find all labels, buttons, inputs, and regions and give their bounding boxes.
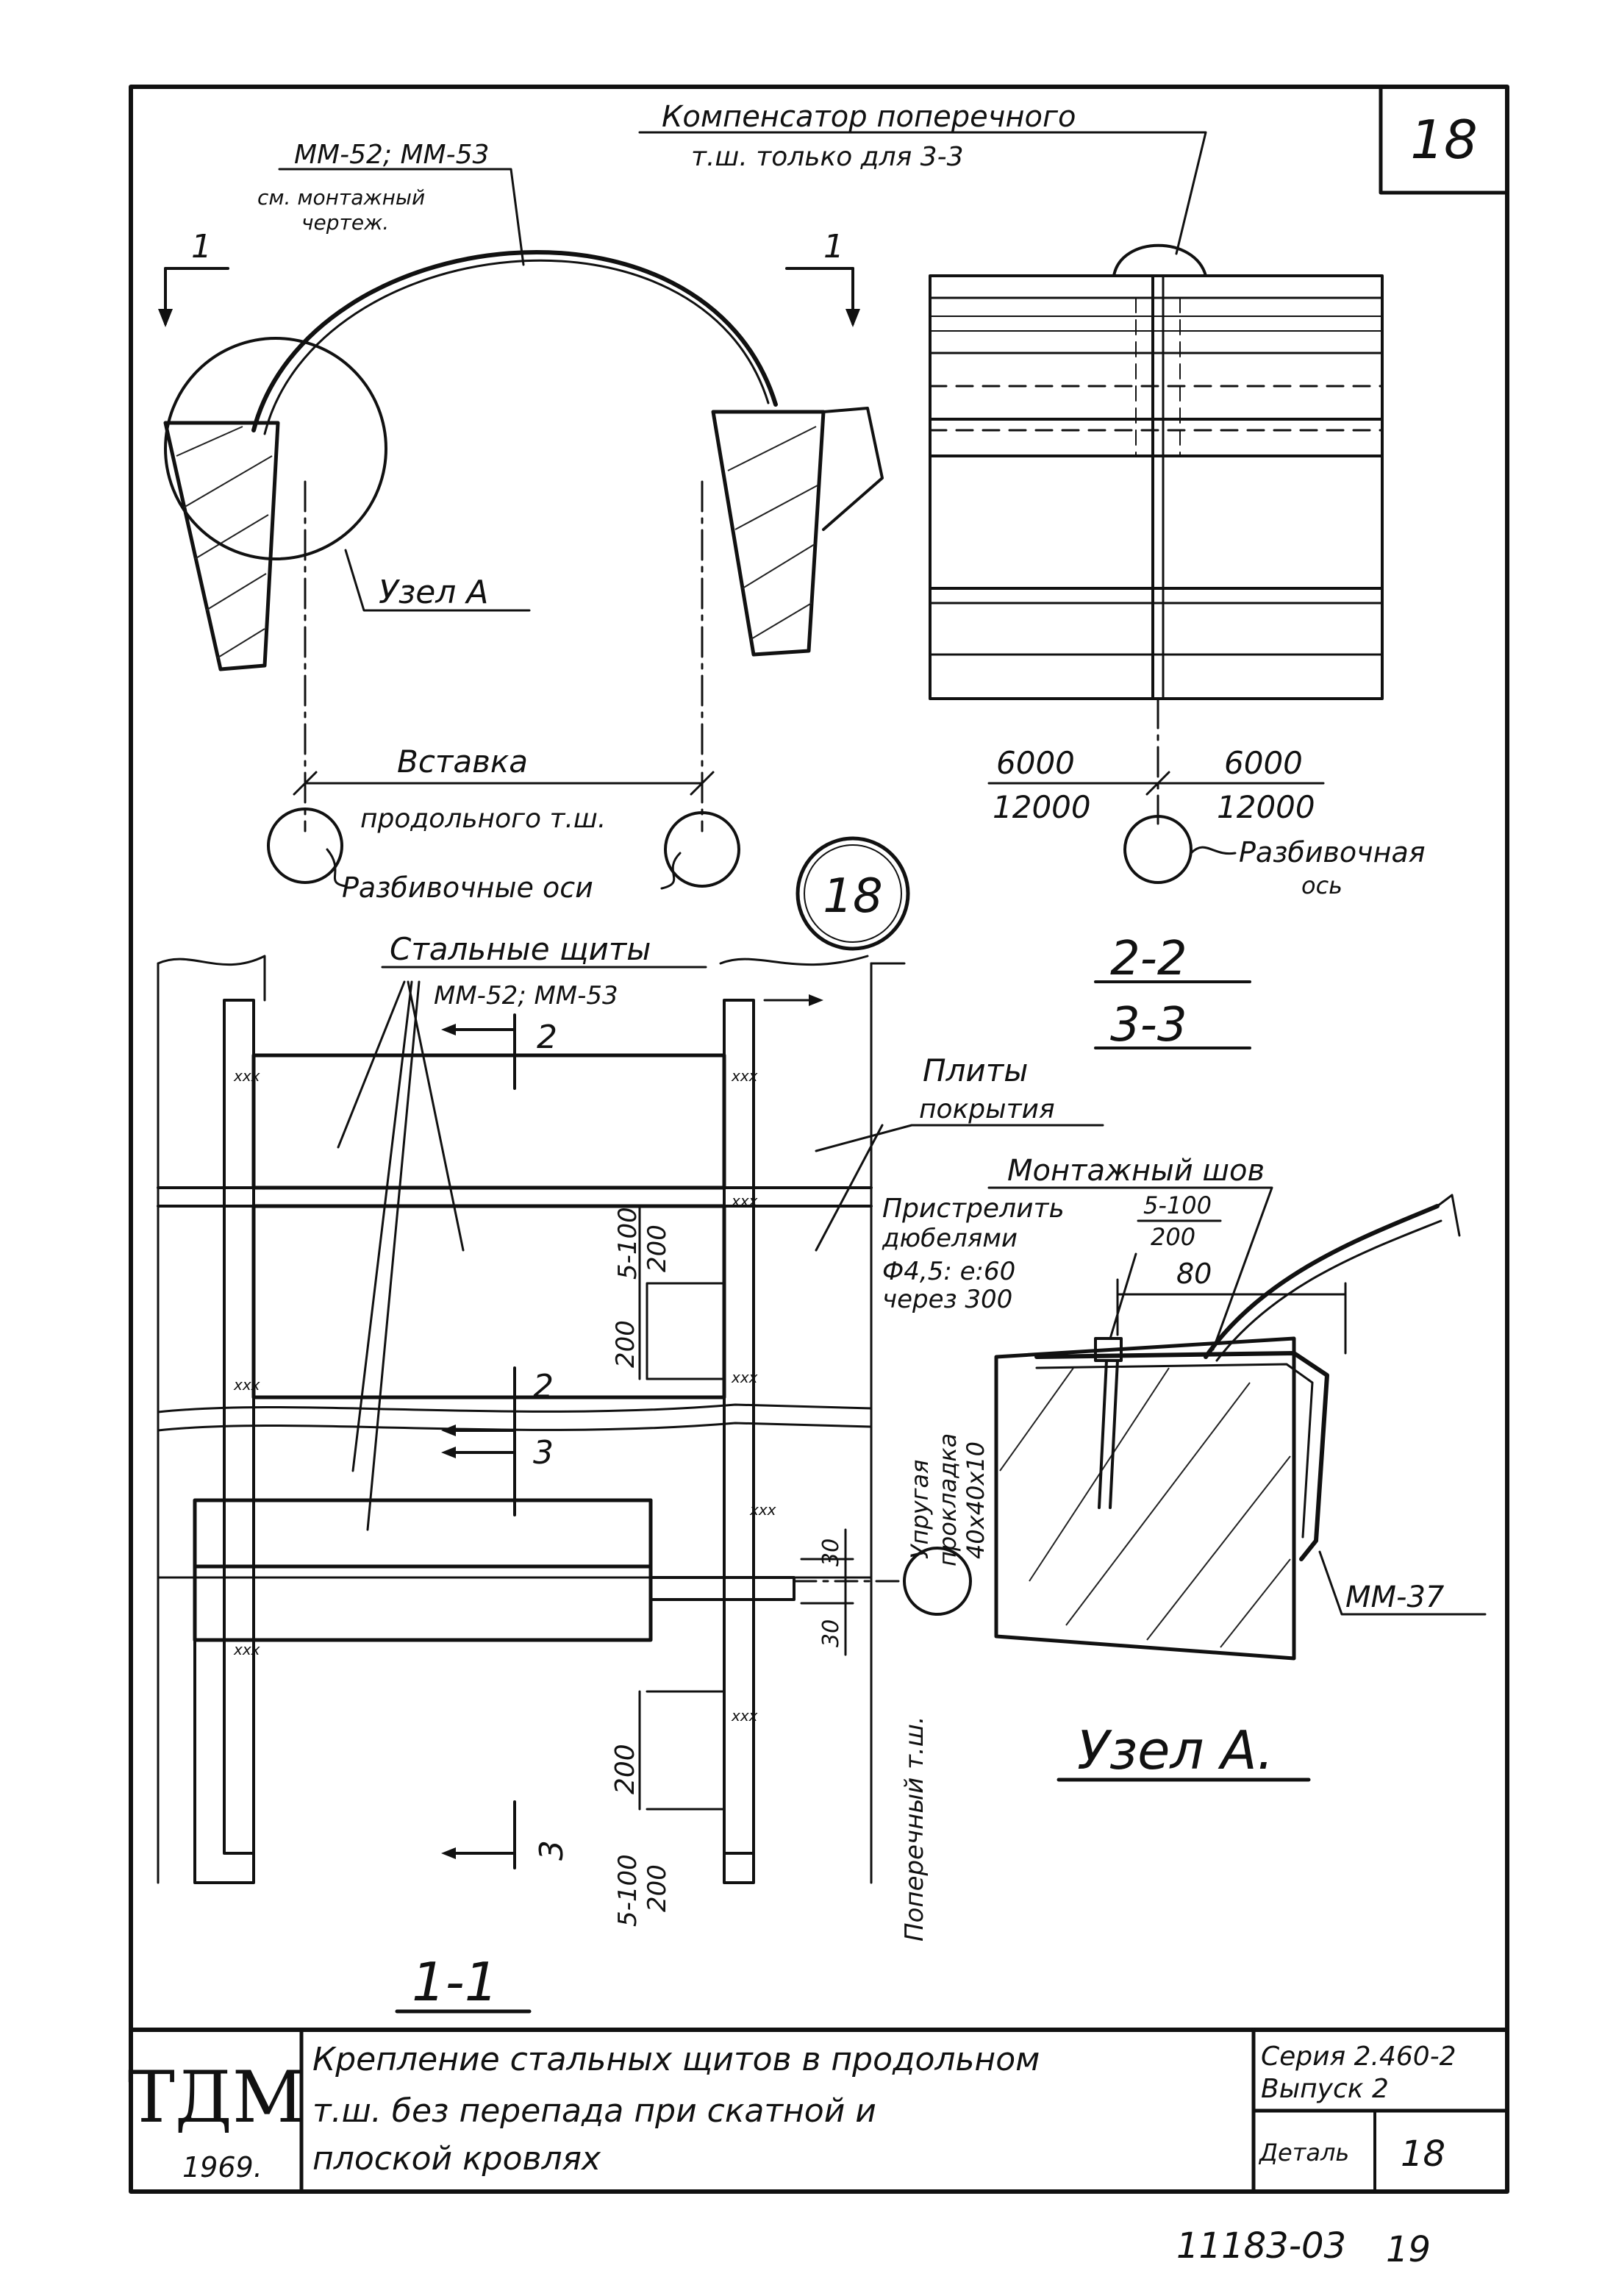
tdm-logo: ТДМ <box>128 2056 304 2139</box>
dim-6000-left: 6000 <box>996 745 1075 781</box>
sheet-frame <box>129 85 1509 2194</box>
slabs-label-1: Плиты <box>923 1052 1028 1088</box>
mark-mm37: ММ-37 <box>1345 1580 1445 1614</box>
shoot-label-2: дюбелями <box>882 1224 1018 1253</box>
svg-text:xxx: xxx <box>731 1067 758 1085</box>
elastic-pad-2: прокладка <box>934 1433 962 1566</box>
caption-1-1: 1-1 <box>412 1951 498 2013</box>
axis-label-2-2-line2: ось <box>1301 871 1343 899</box>
callout-number: 18 <box>823 869 882 924</box>
axis-label-2-2-line1: Разбивочная <box>1239 836 1426 869</box>
section-mark-2-mid: 2 <box>533 1368 554 1405</box>
dowel-spec-1: Ф4,5: е:60 <box>882 1257 1015 1286</box>
dim-200-d: 200 <box>643 1864 672 1912</box>
dim-5-100-b: 5-100 <box>613 1854 643 1927</box>
section-mark-2-top: 2 <box>537 1019 557 1056</box>
drawing-number: 11183-03 <box>1176 2225 1346 2267</box>
insert-label-2: продольного т.ш. <box>360 804 606 834</box>
dim-200-b: 200 <box>611 1320 640 1368</box>
compensator-title: Компенсатор поперечного <box>662 100 1076 134</box>
svg-text:xxx: xxx <box>731 1369 758 1386</box>
series-label: Серия 2.460-2 <box>1261 2042 1456 2072</box>
see-drawing-label-2: чертеж. <box>301 210 389 235</box>
dim-6000-right: 6000 <box>1224 745 1303 781</box>
see-drawing-label-1: см. монтажный <box>257 185 425 210</box>
detail-callout-18: 18 <box>796 836 910 951</box>
section-2-2: Компенсатор поперечного т.ш. только для … <box>638 100 1426 1052</box>
svg-text:xxx: xxx <box>233 1067 260 1085</box>
node-a-caption: Узел А. <box>1077 1719 1274 1781</box>
sheet-number-box: 18 <box>1379 85 1509 195</box>
shoot-fraction-bottom: 200 <box>1151 1223 1195 1251</box>
axes-label: Разбивочные оси <box>342 871 593 904</box>
title-line-1: Крепление стальных щитов в продольном <box>312 2041 1040 2078</box>
axis-bubble-1-1 <box>903 1547 972 1616</box>
title-line-3: плоской кровлях <box>312 2140 601 2178</box>
title-line-2: т.ш. без перепада при скатной и <box>312 2092 876 2130</box>
dowel-spec-2: через 300 <box>882 1285 1012 1314</box>
year: 1969. <box>182 2151 262 2183</box>
dim-30-a: 30 <box>818 1539 844 1566</box>
detail-label: Деталь <box>1258 2139 1349 2167</box>
shoot-label-1: Пристрелить <box>882 1194 1065 1224</box>
insert-label: Вставка <box>397 744 528 780</box>
caption-2-2: 2-2 <box>1110 932 1187 986</box>
mark-mm52-53-label: ММ-52; ММ-53 <box>294 140 489 170</box>
steel-shields-label: Стальные щиты <box>390 931 651 967</box>
dim-12000-left: 12000 <box>993 789 1091 825</box>
svg-text:xxx: xxx <box>233 1641 260 1658</box>
cut-mark-left: 1 <box>191 228 212 265</box>
svg-text:xxx: xxx <box>233 1376 260 1394</box>
sheet-number: 18 <box>1410 109 1478 171</box>
section-mark-3-mid: 3 <box>533 1434 554 1472</box>
section-mark-3-bottom: 3 <box>533 1840 571 1861</box>
dim-30-b: 30 <box>818 1619 844 1647</box>
mounting-seam-label: Монтажный шов <box>1007 1154 1265 1188</box>
steel-shields-marks: ММ-52; ММ-53 <box>434 981 618 1010</box>
dim-5-100-a: 5-100 <box>613 1207 643 1280</box>
dim-80: 80 <box>1176 1258 1212 1290</box>
elastic-pad-1: Упругая <box>906 1460 934 1559</box>
caption-3-3: 3-3 <box>1110 998 1187 1052</box>
shoot-fraction-top: 5-100 <box>1143 1191 1212 1219</box>
compensator-sub: т.ш. только для 3-3 <box>691 142 963 172</box>
node-a-label: Узел А <box>379 574 489 611</box>
node-a-detail: Монтажный шов Пристрелить дюбелями 5-100… <box>882 1154 1487 1782</box>
title-block: ТДМ 1969. Крепление стальных щитов в про… <box>128 2028 1509 2194</box>
dim-200-c: 200 <box>610 1744 640 1794</box>
node-a-callout-circle <box>164 337 387 560</box>
axis-bubble-right <box>664 811 740 888</box>
transverse-joint-label: Поперечный т.ш. <box>900 1716 929 1942</box>
axis-bubble-2-2 <box>1123 815 1193 884</box>
axis-bubble-left <box>267 807 343 884</box>
arch-section: ММ-52; ММ-53 см. монтажный чертеж. 1 1 У… <box>158 140 884 904</box>
slabs-label-2: покрытия <box>919 1094 1055 1124</box>
dim-200-a: 200 <box>643 1224 672 1272</box>
detail-value: 18 <box>1401 2133 1445 2175</box>
dim-12000-right: 12000 <box>1217 789 1315 825</box>
page-number: 19 <box>1386 2229 1431 2270</box>
elastic-pad-3: 40х40х10 <box>962 1441 990 1559</box>
plan-1-1: xxx xxx xxx xxx xxx xxx xxx xxx <box>157 931 1104 2014</box>
svg-text:xxx: xxx <box>749 1501 776 1519</box>
issue-label: Выпуск 2 <box>1261 2074 1389 2104</box>
cut-mark-right: 1 <box>823 228 844 265</box>
